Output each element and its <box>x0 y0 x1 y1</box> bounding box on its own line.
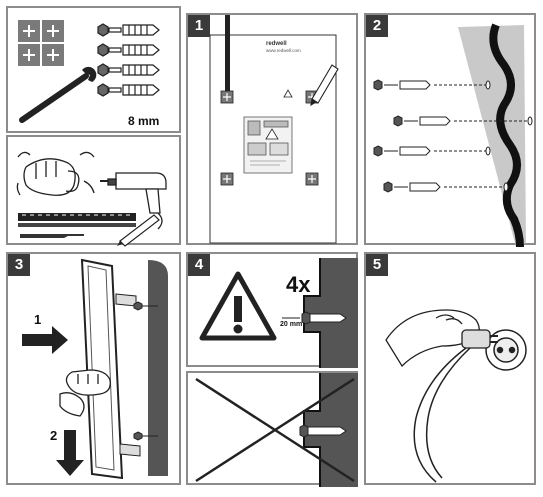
template-illustration: redwell www.redwell.com <box>209 15 339 244</box>
step5-panel: 5 <box>364 252 536 485</box>
hands-icon <box>59 369 111 417</box>
screw-icon <box>133 301 158 441</box>
wall-surface <box>458 25 526 247</box>
step4-wrong-panel <box>186 371 358 487</box>
drill-icon <box>100 172 167 230</box>
tools-panel <box>6 135 181 247</box>
screw-icon <box>301 311 347 325</box>
mounting-tiles-icon <box>18 20 64 66</box>
step2-panel: 2 <box>364 13 536 248</box>
fist-force-icon <box>16 151 95 196</box>
pencil-icon <box>117 214 160 247</box>
distance-label: 20 mm <box>280 321 302 328</box>
wall-section <box>304 258 358 368</box>
down-arrow-icon <box>56 430 84 476</box>
template-url: www.redwell.com <box>266 48 301 53</box>
step-number: 4 <box>188 254 210 276</box>
step-number: 3 <box>8 254 30 276</box>
incorrect-mounting-illustration <box>195 373 358 487</box>
power-cable-icon <box>413 347 471 483</box>
template-instructions-icon <box>243 116 293 174</box>
screw-depth-illustration: 4x 20 mm <box>199 258 358 368</box>
plug-in-illustration <box>385 309 527 483</box>
wall-section <box>489 23 524 248</box>
power-socket-icon <box>485 329 527 371</box>
step4-panel: 4 4x 20 mm <box>186 252 358 368</box>
step-number: 2 <box>366 15 388 37</box>
heater-panel <box>80 258 141 480</box>
tools-illustration <box>16 151 167 247</box>
step-number: 5 <box>366 254 388 276</box>
step-number: 1 <box>188 15 210 37</box>
down-step-label: 2 <box>50 428 57 443</box>
drill-size-label: 8 mm <box>128 114 159 128</box>
ruler-icon <box>18 213 136 227</box>
screw-anchor-set-icon <box>97 23 160 97</box>
level-line <box>225 15 230 97</box>
step1-panel: 1 redwell www.redwell.com <box>186 13 358 245</box>
step3-panel: 3 1 2 <box>6 252 181 485</box>
push-step-label: 1 <box>34 312 41 327</box>
wrench-icon <box>19 66 97 123</box>
template-brand: redwell <box>266 41 287 47</box>
drill-bit-icon <box>20 234 84 238</box>
parts-illustration: 8 mm <box>18 20 160 128</box>
drill-holes-illustration <box>373 23 533 248</box>
parts-panel: 8 mm <box>6 6 181 133</box>
warning-icon <box>199 271 277 341</box>
pencil-icon <box>310 64 339 107</box>
hand-with-plug-icon <box>385 309 498 368</box>
wall-surface <box>148 260 168 476</box>
warning-small-icon <box>283 89 293 98</box>
push-arrow-icon <box>22 326 68 354</box>
hang-heater-illustration: 1 2 <box>22 258 168 480</box>
screw-anchor-set-icon <box>373 79 533 193</box>
screw-count-label: 4x <box>286 272 311 297</box>
screw-icon <box>299 424 347 438</box>
cross-mark-icon <box>195 377 355 483</box>
